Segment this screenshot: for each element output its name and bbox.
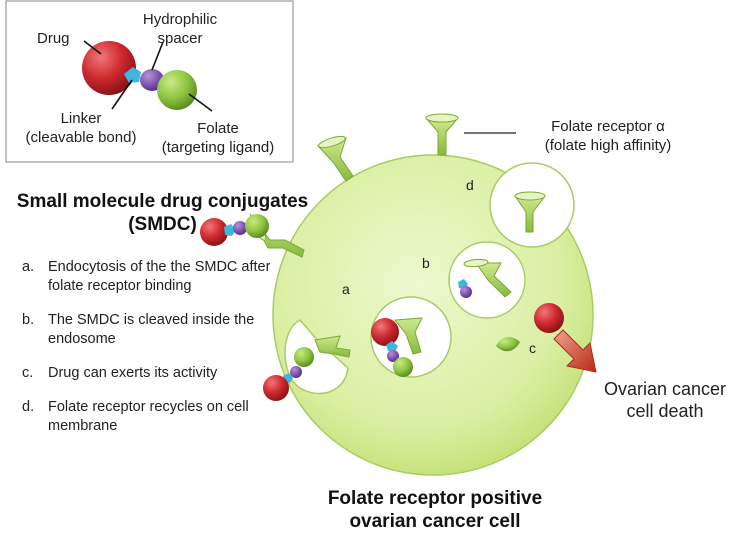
smdc-free <box>200 214 269 246</box>
label-folate-line2: (targeting ligand) <box>161 139 275 156</box>
folate-pointer <box>188 93 213 112</box>
smdc-in-endosome <box>371 317 423 377</box>
cell-title: Folate receptor positive ovarian cancer … <box>285 487 585 533</box>
smdc-title: Small molecule drug conjugates (SMDC) <box>0 190 325 236</box>
smdc-binding <box>263 335 351 401</box>
cell-letter-c: c <box>529 340 536 356</box>
label-linker: Linker (cleavable bond) <box>15 109 147 147</box>
smdc-molecule-inset <box>82 40 213 112</box>
step-a: a. Endocytosis of the the SMDC after fol… <box>22 258 292 296</box>
label-receptor-line1: Folate receptor α <box>551 118 665 135</box>
step-d: d. Folate receptor recycles on cell memb… <box>22 398 292 436</box>
smdc-title-line2: (SMDC) <box>128 214 197 235</box>
label-folate: Folate (targeting ligand) <box>148 119 288 157</box>
step-c: c. Drug can exerts its activity <box>22 364 292 383</box>
step-d-text: Folate receptor recycles on cell membran… <box>48 399 249 434</box>
smdc-title-line1: Small molecule drug conjugates <box>16 191 309 212</box>
label-cell-death-line1: Ovarian cancer <box>603 379 727 399</box>
label-drug: Drug <box>37 30 70 47</box>
label-folate-line1: Folate <box>197 120 239 137</box>
free-drug <box>534 303 564 333</box>
recycling-receptor <box>514 191 546 233</box>
receptor-top-left <box>317 135 354 182</box>
steps-list: a. Endocytosis of the the SMDC after fol… <box>22 258 292 451</box>
label-linker-line2: (cleavable bond) <box>25 129 137 146</box>
receptor-top <box>424 113 460 156</box>
step-d-key: d. <box>22 399 35 415</box>
step-b-key: b. <box>22 312 35 328</box>
label-spacer-line2: spacer <box>157 30 203 47</box>
free-folate <box>496 337 520 352</box>
label-spacer-line1: Hydrophilic <box>142 11 218 28</box>
drug-pointer <box>83 40 102 55</box>
linker-shape <box>124 67 141 83</box>
step-c-text: Drug can exerts its activity <box>48 365 218 381</box>
cell-letter-a: a <box>342 281 350 297</box>
cell-title-line1: Folate receptor positive <box>327 488 543 509</box>
linker-pointer <box>111 79 133 110</box>
step-b-text: The SMDC is cleaved inside the endosome <box>48 312 255 347</box>
label-spacer: Hydrophilic spacer <box>140 10 220 48</box>
label-cell-death: Ovarian cancer cell death <box>590 378 740 422</box>
step-a-text: Endocytosis of the the SMDC after folate… <box>48 259 271 294</box>
spacer-pointer <box>151 41 164 71</box>
folate-sphere <box>157 70 197 110</box>
death-arrow <box>553 329 597 373</box>
label-receptor: Folate receptor α (folate high affinity) <box>523 117 693 155</box>
cell-letter-d: d <box>466 177 474 193</box>
label-linker-line1: Linker <box>60 110 102 127</box>
label-cell-death-line2: cell death <box>626 401 704 421</box>
cell-title-line2: ovarian cancer cell <box>349 511 521 532</box>
cell-letter-b: b <box>422 255 430 271</box>
step-a-key: a. <box>22 259 35 275</box>
step-c-key: c. <box>22 365 34 381</box>
drug-sphere <box>82 41 136 95</box>
cleaved-smdc <box>458 258 512 298</box>
label-receptor-line2: (folate high affinity) <box>544 137 672 154</box>
step-b: b. The SMDC is cleaved inside the endoso… <box>22 311 292 349</box>
endosome-2 <box>448 241 526 319</box>
